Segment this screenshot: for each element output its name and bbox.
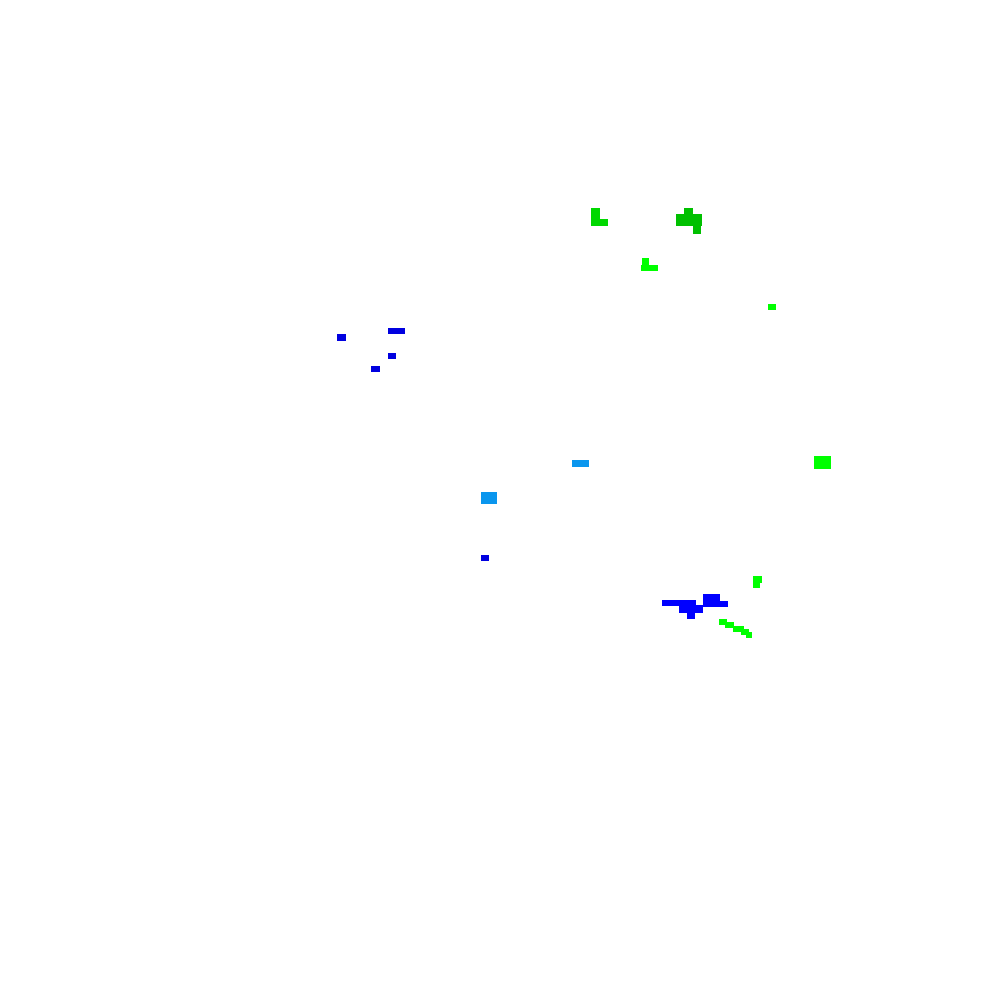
green-block-right-pixel-block — [814, 456, 831, 469]
sky-blue-marks-pixel-block — [572, 460, 589, 467]
green-cluster-small-hook-pixel-block — [641, 265, 658, 271]
blue-cluster-bottom-pixel-block — [679, 605, 703, 613]
blue-dots-left — [337, 328, 405, 372]
green-cluster-top-right-pixel-block — [676, 214, 702, 226]
green-mark-lower — [753, 576, 762, 588]
blue-dot-center — [481, 555, 489, 561]
blue-cluster-bottom-pixel-block — [703, 601, 728, 607]
green-cluster-small-hook — [641, 258, 658, 271]
green-cluster-small-hook-pixel-block — [642, 258, 649, 266]
sky-blue-marks — [481, 460, 589, 504]
green-cluster-top-left-pixel-block — [591, 219, 608, 226]
green-curve-bottom-pixel-block — [733, 626, 744, 632]
green-curve-bottom — [719, 619, 752, 638]
green-curve-bottom-pixel-block — [719, 619, 727, 625]
green-dot-right — [768, 304, 776, 310]
blue-dots-left-pixel-block — [371, 366, 380, 372]
green-cluster-top-right-pixel-block — [684, 208, 693, 216]
blue-dots-left-pixel-block — [388, 328, 405, 334]
green-cluster-top-left — [591, 208, 608, 226]
green-cluster-top-right — [676, 208, 702, 234]
blue-cluster-bottom-pixel-block — [687, 612, 695, 619]
blue-dot-center-pixel-block — [481, 555, 489, 561]
blue-cluster-bottom-pixel-block — [662, 600, 696, 606]
green-cluster-top-right-pixel-block — [693, 225, 701, 234]
green-block-right — [814, 456, 831, 469]
green-curve-bottom-pixel-block — [725, 622, 734, 628]
blue-dots-left-pixel-block — [388, 353, 396, 359]
green-mark-lower-pixel-block — [753, 582, 760, 588]
blue-dots-left-pixel-block — [337, 334, 346, 341]
green-cluster-top-left-pixel-block — [591, 208, 600, 220]
green-mark-lower-pixel-block — [753, 576, 762, 583]
green-curve-bottom-pixel-block — [741, 629, 749, 635]
green-dot-right-pixel-block — [768, 304, 776, 310]
green-curve-bottom-pixel-block — [746, 632, 752, 638]
sky-blue-marks-pixel-block — [481, 492, 497, 504]
blue-cluster-bottom-pixel-block — [703, 594, 720, 603]
blue-cluster-bottom — [662, 594, 728, 619]
